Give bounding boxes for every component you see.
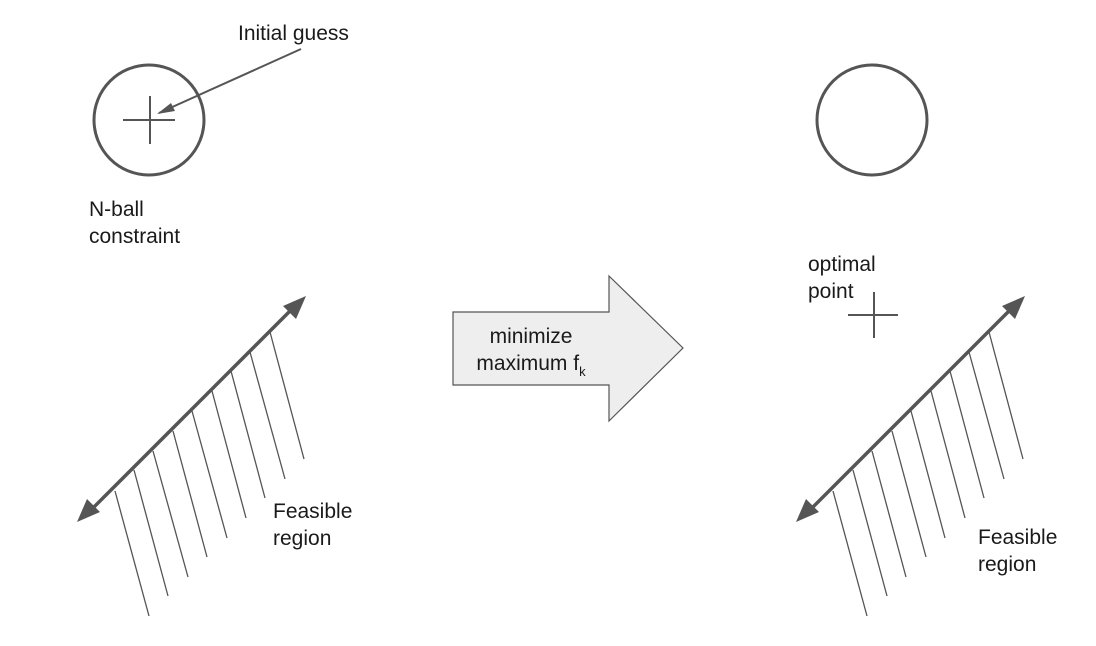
- optimal-point-cross: [848, 292, 898, 338]
- initial-guess-text: Initial guess: [238, 22, 349, 45]
- nball-constraint-line2: constraint: [89, 225, 181, 248]
- right-constraint-head-bottom: [796, 499, 819, 522]
- optimal-point-line2: point: [808, 280, 854, 303]
- minimize-line2-main: maximum f: [476, 352, 580, 375]
- left-constraint-head-top: [283, 296, 306, 319]
- nball-constraint-circle: [92, 63, 206, 177]
- right-constraint-line: [805, 303, 1017, 515]
- nball-constraint-label: N-ball constraint: [89, 196, 180, 250]
- minimize-line2-subscript: k: [579, 364, 586, 379]
- right-feasible-line2: region: [978, 553, 1037, 576]
- right-nball-circle: [815, 63, 929, 177]
- optimal-point-label: optimal point: [808, 251, 876, 305]
- minimize-arrow-label: minimize maximum fk: [453, 323, 609, 379]
- right-feasible-hatching: [832, 331, 1024, 617]
- left-feasible-line1: Feasible: [273, 500, 353, 523]
- minimize-arrow-shape: [452, 274, 684, 423]
- minimize-line2: maximum fk: [453, 350, 609, 379]
- right-feasible-region-label: Feasible region: [978, 524, 1057, 578]
- left-constraint-head-bottom: [77, 499, 100, 522]
- right-constraint-head-top: [1002, 296, 1025, 319]
- right-feasible-line1: Feasible: [978, 526, 1058, 549]
- initial-guess-pointer-head: [157, 103, 175, 114]
- nball-constraint-line1: N-ball: [89, 198, 144, 221]
- left-panel: [77, 48, 306, 617]
- right-panel: [796, 63, 1025, 617]
- left-feasible-region-label: Feasible region: [273, 498, 352, 552]
- left-feasible-hatching: [114, 331, 305, 617]
- optimal-point-line1: optimal: [808, 253, 876, 276]
- initial-guess-pointer: [158, 48, 302, 114]
- left-feasible-line2: region: [273, 527, 332, 550]
- left-constraint-line: [86, 303, 298, 515]
- minimize-line1: minimize: [489, 325, 573, 348]
- initial-guess-cross: [123, 96, 175, 144]
- initial-guess-label: Initial guess: [238, 20, 349, 47]
